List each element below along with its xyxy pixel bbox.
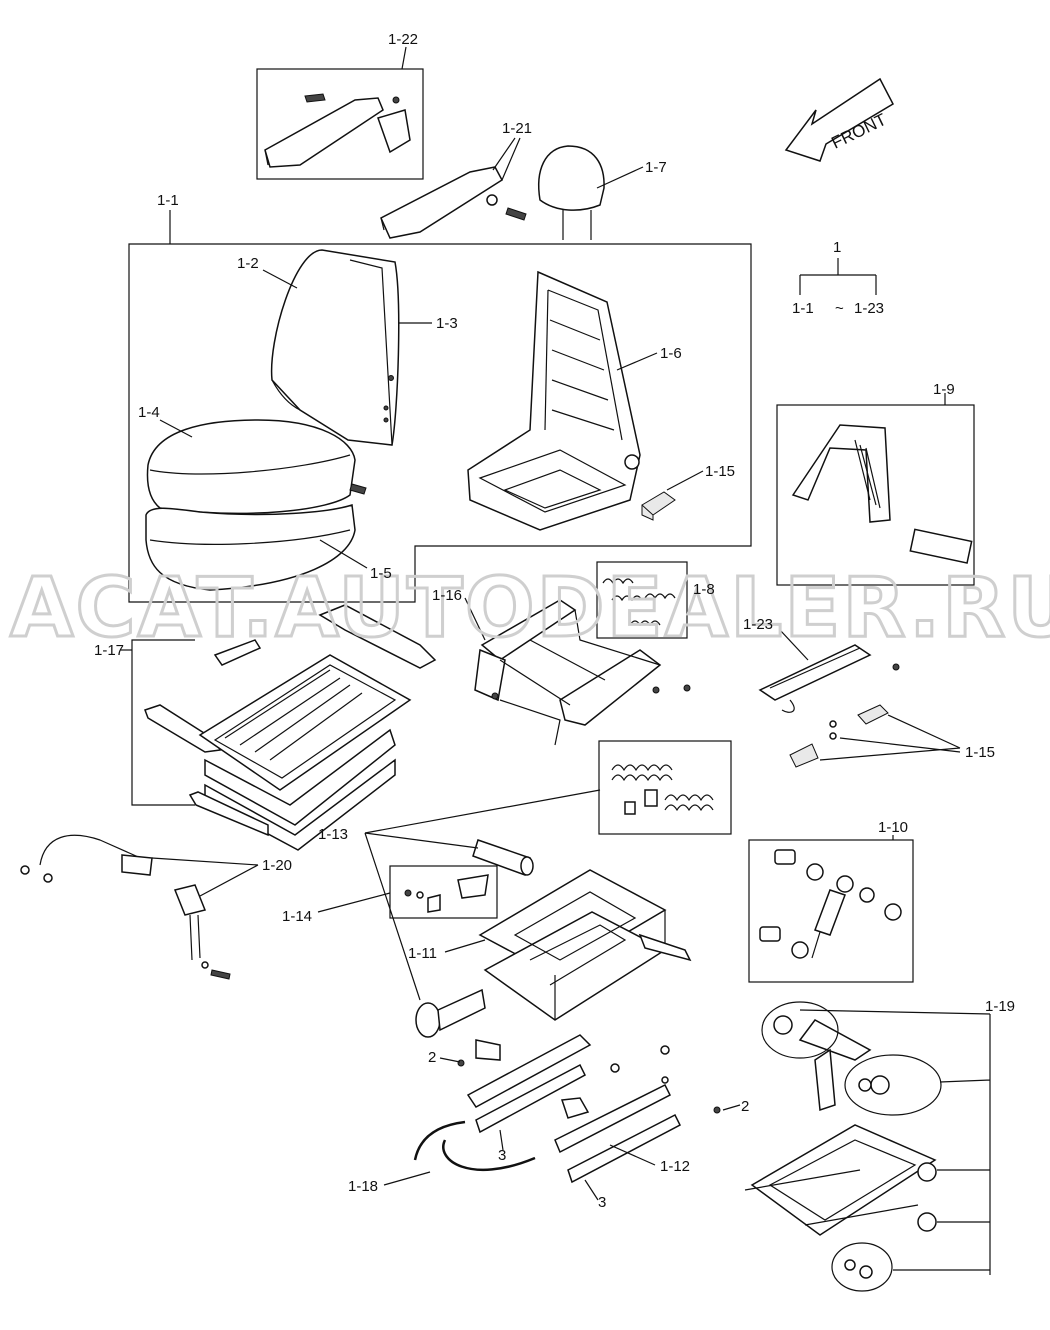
- headrest-icon: [538, 145, 605, 240]
- seat-belt-icon: [20, 834, 231, 980]
- label-1-9: 1-9: [933, 381, 955, 398]
- label-1-14: 1-14: [282, 908, 312, 925]
- label-1-19: 1-19: [985, 998, 1015, 1015]
- seat-base-part: [744, 1015, 937, 1279]
- callout-ellipse: [831, 1242, 893, 1292]
- callout-ellipse: [761, 1001, 839, 1059]
- assembly-range-start: 1-1: [792, 300, 814, 317]
- label-1-11: 1-11: [408, 945, 437, 962]
- label-1-7: 1-7: [645, 159, 667, 176]
- label-1-3: 1-3: [436, 315, 458, 332]
- seat-frame-icon: [467, 270, 641, 531]
- spring-icon: [611, 764, 714, 815]
- assembly-parent: 1: [833, 239, 841, 256]
- slide-rail-icon: [457, 1034, 721, 1184]
- label-1-12: 1-12: [660, 1158, 690, 1175]
- strap-part: [791, 424, 973, 564]
- leader-lines: [120, 46, 991, 1275]
- slide-rail-icon: [758, 644, 900, 713]
- label-2-right: 2: [741, 1098, 749, 1115]
- spring-icon: [602, 578, 676, 627]
- label-1-4: 1-4: [138, 404, 160, 421]
- label-1-17: 1-17: [94, 642, 124, 659]
- label-2-left: 2: [428, 1049, 436, 1066]
- label-1-8: 1-8: [693, 581, 715, 598]
- armrest-icon: [264, 93, 411, 168]
- watermark: ACAT.AUTODEALER.RU: [10, 561, 1050, 656]
- seat-cushion-icon: [145, 504, 356, 591]
- assembly-tilde: ~: [835, 300, 844, 317]
- label-1-18: 1-18: [348, 1178, 378, 1195]
- label-1-10: 1-10: [878, 819, 908, 836]
- label-1-1: 1-1: [157, 192, 179, 209]
- seat-back-icon: [270, 249, 400, 446]
- box-1-13: [598, 740, 732, 835]
- label-1-22: 1-22: [388, 31, 418, 48]
- box-1-10: [748, 839, 914, 983]
- shock-absorber-icon: [759, 849, 902, 959]
- release-lever: [413, 1120, 536, 1172]
- label-1-15-upper: 1-15: [705, 463, 735, 480]
- shaft-part: [472, 839, 534, 876]
- label-1-6: 1-6: [660, 345, 682, 362]
- bumper-block: [789, 704, 889, 768]
- bumper-block: [641, 491, 676, 521]
- suspension-part: [478, 869, 692, 1021]
- label-1-13: 1-13: [318, 826, 348, 843]
- box-1-17: [131, 639, 195, 806]
- label-1-16: 1-16: [432, 587, 462, 604]
- label-1-15-lower: 1-15: [965, 744, 995, 761]
- front-arrow-icon: FRONT: [784, 77, 894, 162]
- label-1-23: 1-23: [743, 616, 773, 633]
- label-3-right: 3: [598, 1194, 606, 1211]
- label-1-20: 1-20: [262, 857, 292, 874]
- label-1-2: 1-2: [237, 255, 259, 272]
- box-1-9: [776, 404, 975, 586]
- label-1-5: 1-5: [370, 565, 392, 582]
- box-1-1: [128, 243, 752, 603]
- bracket-part: [404, 874, 489, 913]
- box-1-14: [389, 865, 498, 919]
- box-1-8: [596, 561, 688, 639]
- label-1-21: 1-21: [502, 120, 532, 137]
- armrest-icon: [380, 166, 527, 239]
- callout-ellipse: [844, 1054, 942, 1116]
- seat-cushion-icon: [146, 419, 367, 515]
- label-3-left: 3: [498, 1147, 506, 1164]
- assembly-range-end: 1-23: [854, 300, 884, 317]
- slide-rail-icon: [474, 599, 691, 746]
- bellows-part: [144, 604, 437, 851]
- box-1-22: [256, 68, 424, 180]
- adjust-knob-icon: [415, 988, 486, 1038]
